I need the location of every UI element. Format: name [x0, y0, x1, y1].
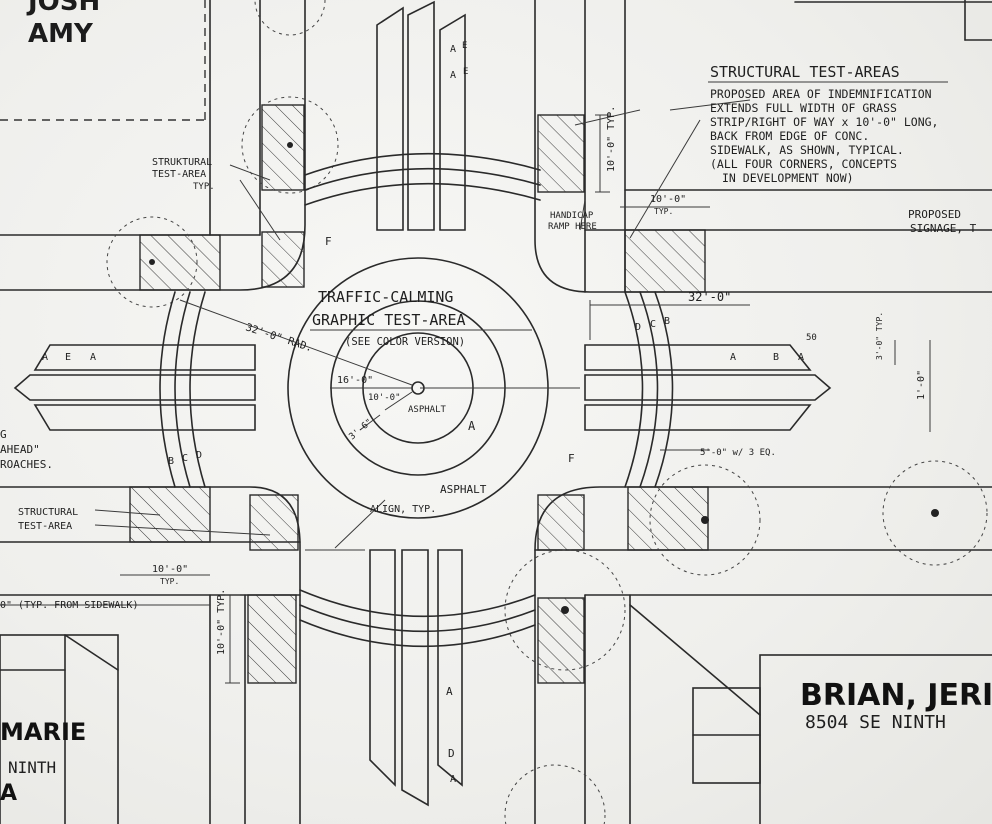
owner-name-top-left: AMY [28, 19, 94, 49]
dim-10-vert-sw: 10'-0" TYP. [216, 589, 227, 655]
letter-label: D [448, 747, 455, 760]
structural-note-line: (ALL FOUR CORNERS, CONCEPTS [710, 157, 897, 171]
letter-label: D [196, 450, 202, 461]
address-right: 8504 SE NINTH [805, 712, 946, 733]
handicap-ramp-label: HANDICAP [550, 211, 594, 221]
left-partial-label: AHEAD" [0, 443, 40, 456]
letter-label: D [635, 322, 641, 333]
buildings [0, 634, 992, 824]
structural-note-line: SIDEWALK, AS SHOWN, TYPICAL. [710, 143, 904, 157]
dim-5: 5'-0" w/ 3 EQ. [700, 448, 776, 458]
owner-name-right: BRIAN, JERI [800, 678, 992, 713]
struct-area-sw-label: TEST-AREA [18, 521, 72, 532]
letter-label: A [798, 352, 804, 363]
letter-label: A [450, 774, 456, 785]
letter-label: E [462, 41, 467, 51]
dim-10-typ-sw: 10'-0" [152, 564, 188, 575]
letter-label: C [650, 319, 656, 330]
dimension-lines [0, 99, 931, 684]
dim-1: 1'-0" [916, 370, 927, 400]
dim-10-vert-ne: 10'-0" TYP. [606, 106, 617, 172]
dim-10: 10'-0" [368, 393, 401, 403]
traffic-title: GRAPHIC TEST-AREA [312, 311, 466, 329]
owner-partial-top: JOSH [26, 0, 100, 17]
letter-label: B [773, 352, 779, 363]
asphalt-inner: ASPHALT [408, 405, 447, 415]
struct-area-sw-label: STRUCTURAL [18, 507, 78, 518]
dim-32: 32'-0" [688, 290, 731, 304]
letter-label: A [450, 70, 456, 81]
median-islands [13, 0, 832, 807]
letter-label: A [468, 419, 476, 433]
dim-16: 16'-0" [337, 375, 373, 386]
address-left: NINTH [8, 758, 56, 777]
asphalt-outer: ASPHALT [440, 483, 487, 496]
annotations: JOSH AMY STRUCTURAL TEST-AREAS PROPOSED … [0, 0, 992, 806]
structural-note-line: PROPOSED AREA OF INDEMNIFICATION [710, 87, 932, 101]
struct-area-nw-label: STRUKTURAL [152, 157, 212, 168]
dim-3: 3'-6" [348, 417, 375, 442]
proposed-signage-label: PROPOSED [908, 208, 961, 221]
sidewalk-note: 0" (TYP. FROM SIDEWALK) [0, 600, 138, 611]
handicap-ramp-label: RAMP HERE [548, 222, 597, 232]
traffic-circle [179, 257, 580, 519]
left-partial-label: G [0, 428, 7, 441]
dim-50: 50 [806, 333, 817, 343]
see-color-note: (SEE COLOR VERSION) [345, 336, 465, 348]
traffic-title: TRAFFIC-CALMING [318, 288, 453, 306]
letter-label: B [168, 456, 174, 467]
letter-label: B [664, 316, 670, 327]
hatched-test-areas [129, 104, 709, 684]
proposed-signage-label: SIGNAGE, T [910, 222, 977, 235]
structural-note-line: IN DEVELOPMENT NOW) [722, 171, 854, 185]
letter-label: A [450, 44, 456, 55]
letter-label: A [730, 352, 736, 363]
structural-note-line: STRIP/RIGHT OF WAY x 10'-0" LONG, [710, 115, 938, 129]
letter-label: E [65, 352, 71, 363]
dim-10-typ-ne: 10'-0" [650, 194, 686, 205]
letter-label: A [446, 685, 453, 698]
struct-area-nw-label: TEST-AREA [152, 169, 206, 180]
letter-label: A [90, 352, 96, 363]
letter-label: C [182, 453, 188, 464]
dim-3-right: 3'-0" TYP. [875, 312, 884, 360]
crosswalk-arcs [159, 152, 674, 648]
structural-title: STRUCTURAL TEST-AREAS [710, 63, 900, 81]
align-note: ALIGN, TYP. [370, 504, 436, 515]
letter-label: F [325, 235, 332, 248]
structural-note-line: BACK FROM EDGE OF CONC. [710, 129, 869, 143]
structural-note-line: EXTENDS FULL WIDTH OF GRASS [710, 101, 897, 115]
letter-label: E [463, 67, 468, 77]
bottom-left-partial: A [0, 781, 17, 806]
dim-10-typ-sw: TYP. [160, 577, 179, 586]
struct-area-nw-label: TYP. [193, 182, 215, 192]
letter-label: F [568, 452, 575, 465]
letter-label: A [42, 352, 48, 363]
trees [106, 0, 988, 824]
left-partial-label: ROACHES. [0, 458, 53, 471]
owner-name-left: MARIE [0, 718, 86, 746]
dim-10-typ-ne: TYP. [654, 207, 673, 216]
